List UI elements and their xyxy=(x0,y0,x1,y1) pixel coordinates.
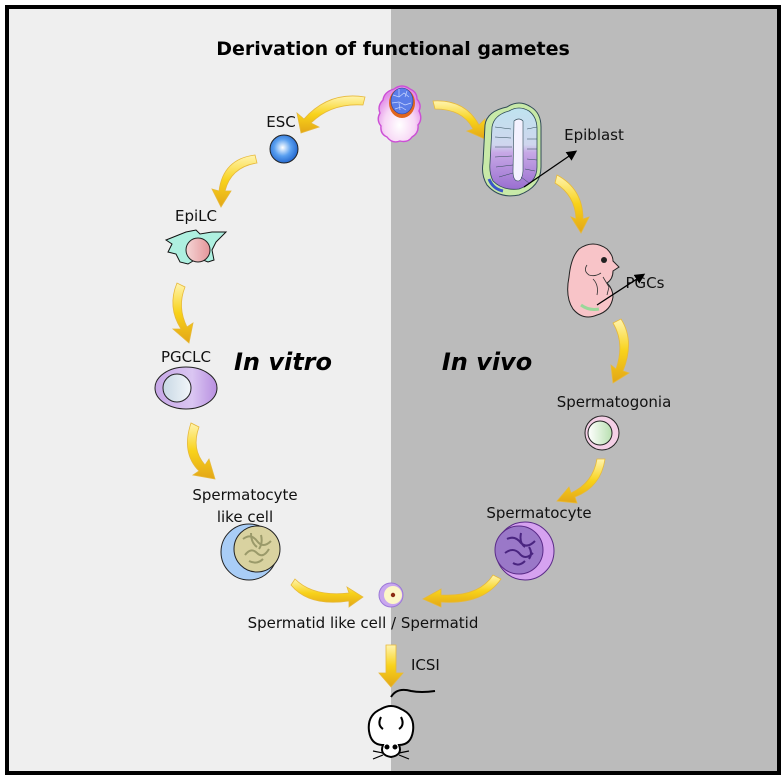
arrow-epiblast-to-pgcs xyxy=(554,174,590,234)
spermatocyte-like-label-line1: Spermatocyte xyxy=(192,486,297,504)
esc-label: ESC xyxy=(266,113,295,131)
spermatocyte-like-cell-icon xyxy=(220,523,281,581)
epiblast-label: Epiblast xyxy=(564,126,624,144)
arrow-blastocyst-to-epiblast xyxy=(432,100,486,140)
epiblast-pointer-arrow xyxy=(523,150,578,188)
spermatocyte-like-label-line2: like cell xyxy=(217,508,273,526)
arrow-blastocyst-to-esc xyxy=(296,95,366,134)
epiblast-like-cell-icon xyxy=(164,229,228,265)
arrow-spermatogonia-to-spermatocyte xyxy=(556,458,606,504)
arrow-epilc-to-pgclc xyxy=(171,282,194,344)
fetus-icon xyxy=(567,243,620,318)
in-vivo-background xyxy=(391,9,777,771)
in-vitro-label: In vitro xyxy=(234,348,332,376)
spermatid-label: Spermatid like cell / Spermatid xyxy=(248,614,479,632)
pgclc-label: PGCLC xyxy=(161,348,211,366)
arrow-esc-to-epilc xyxy=(211,154,258,208)
epilc-label: EpiLC xyxy=(175,207,217,225)
in-vivo-label: In vivo xyxy=(442,348,532,376)
blue-sphere-cell-icon xyxy=(269,134,299,164)
spermatogonia-cell-icon xyxy=(584,415,620,451)
arrow-spermatocyte-like-to-spermatid xyxy=(290,578,364,608)
icsi-label: ICSI xyxy=(411,656,440,674)
arrow-pgclc-to-spermatocyte-like xyxy=(187,422,216,480)
figure-frame: Derivation of functional gametes In vitr… xyxy=(5,5,781,775)
egg-cylinder-embryo-icon xyxy=(482,102,542,197)
spermatocyte-label: Spermatocyte xyxy=(486,504,591,522)
mouse-icon xyxy=(367,688,436,760)
pgc-like-cell-icon xyxy=(154,366,218,410)
spermatocyte-cell-icon xyxy=(494,521,555,581)
diagram-canvas: Derivation of functional gametes In vitr… xyxy=(154,38,672,760)
figure-title: Derivation of functional gametes xyxy=(216,38,570,60)
blastocyst-icon xyxy=(377,85,422,143)
pgcs-pointer-arrow xyxy=(596,273,646,306)
spermatid-cell-icon xyxy=(378,582,404,608)
arrow-pgcs-to-spermatogonia xyxy=(610,318,630,384)
arrow-icsi xyxy=(378,644,404,688)
spermatogonia-label: Spermatogonia xyxy=(557,393,672,411)
arrow-spermatocyte-to-spermatid xyxy=(422,574,502,608)
